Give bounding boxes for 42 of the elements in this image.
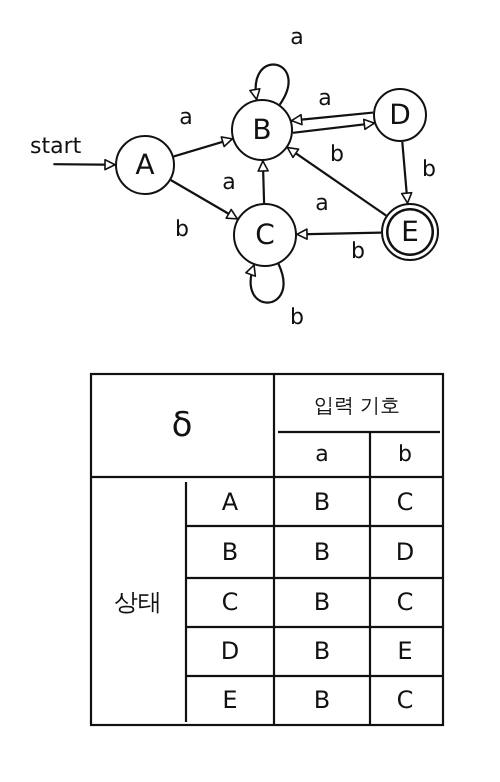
state-cell: D [220,639,240,663]
transition-arrow [173,136,234,158]
table-cell: C [396,490,414,514]
table-cell: B [314,639,330,663]
state-name: B [252,116,272,144]
table-cell: B [314,590,330,614]
column-header: b [398,444,412,466]
table-cell: B [314,490,330,514]
table-cell: C [396,590,414,614]
self-loop-arrow [246,264,284,304]
state-name: C [255,221,275,249]
column-header: a [315,444,329,466]
table-cell: D [396,540,414,564]
transition-arrow [53,158,116,170]
table-cell: B [314,688,330,712]
state-circle [233,203,297,267]
transition-arrow [170,179,238,220]
state-circle [115,135,175,195]
state-circle [373,88,427,142]
table-cell: B [314,540,330,564]
table-cell: C [396,688,414,712]
start-label: start [30,132,108,160]
self-loop-arrow [250,64,290,106]
state-name: E [401,218,419,246]
transition-arrow [290,111,374,126]
transition-arrow [286,146,387,216]
delta-symbol: δ [172,408,192,442]
state-cell: B [222,540,238,564]
row-header: 상태 [114,590,162,614]
state-cell: C [222,590,238,614]
state-circle [231,99,293,161]
state-cell: E [222,688,238,712]
transition-arrow [296,228,382,240]
table-cell: E [397,639,413,663]
state-name: D [389,101,411,129]
state-cell: A [222,490,238,514]
transition-arrow [292,118,376,134]
transition-arrow [257,160,269,204]
column-header: 입력 기호 [314,395,400,415]
state-name: A [135,151,155,179]
transition-arrow [400,142,412,204]
accept-state-circle [381,203,439,261]
